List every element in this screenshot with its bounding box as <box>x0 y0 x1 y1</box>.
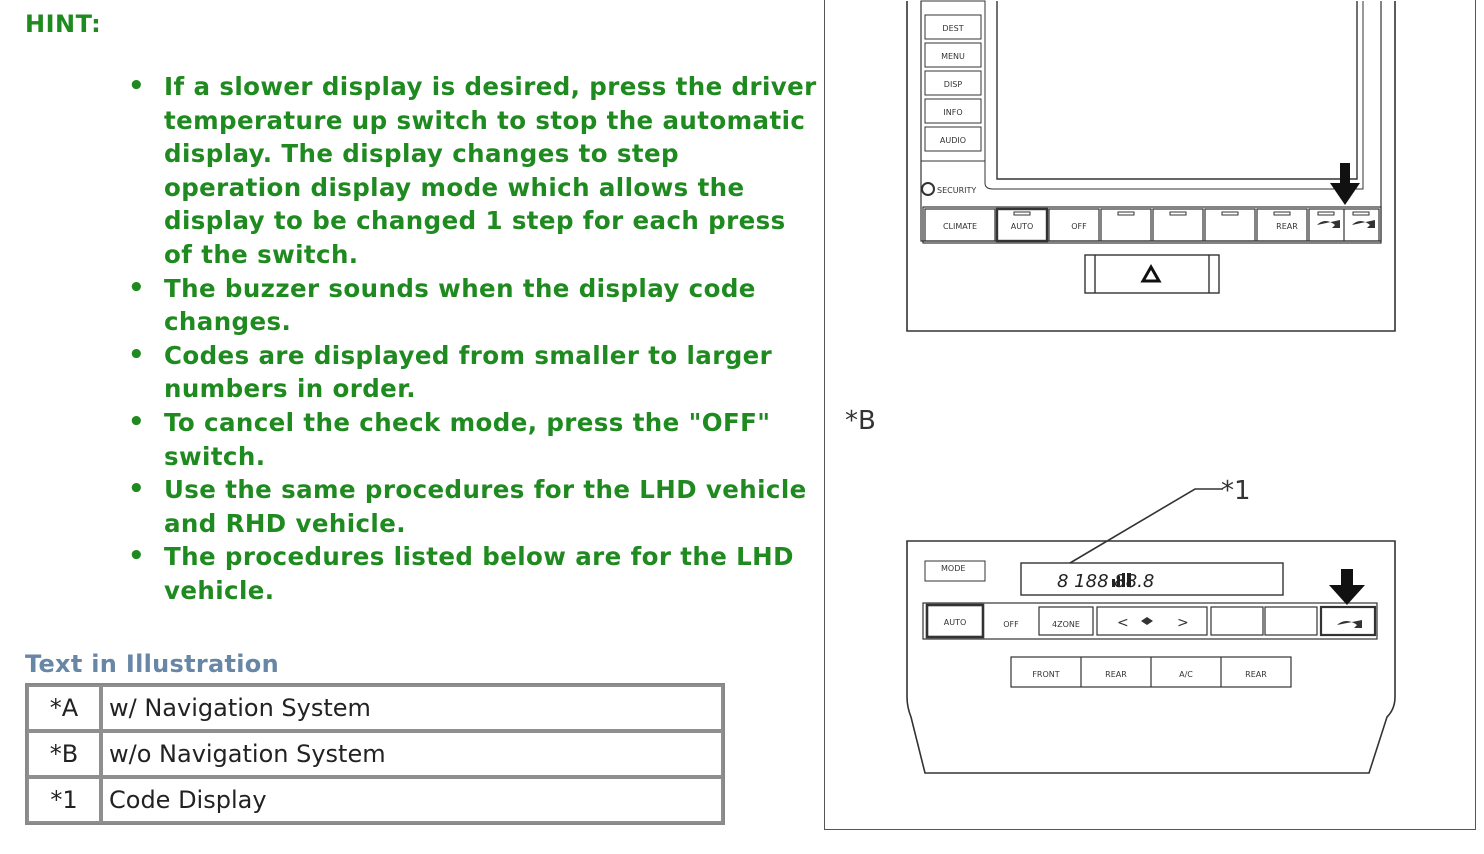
legend-code: *A <box>27 685 101 731</box>
climate-button[interactable]: CLIMATE <box>943 222 977 231</box>
disp-button[interactable]: DISP <box>944 80 963 89</box>
recirculation-icon <box>1337 620 1362 628</box>
fan-off-button[interactable]: OFF <box>1071 222 1087 231</box>
illustration-text-title: Text in Illustration <box>25 650 279 678</box>
legend-label: w/o Navigation System <box>101 731 723 777</box>
code-display: 8 188 88.8 <box>1020 562 1284 596</box>
hint-title: HINT: <box>25 10 102 38</box>
panel-b-row2-buttons <box>1010 656 1292 688</box>
lcd-readout: 8 188 88.8 <box>1057 571 1154 592</box>
legend-code: *1 <box>27 777 101 823</box>
mode-button[interactable] <box>924 560 986 582</box>
security-indicator: SECURITY <box>921 182 976 196</box>
dest-button[interactable]: DEST <box>942 24 963 33</box>
hint-item: The buzzer sounds when the display code … <box>128 272 818 339</box>
table-row: *A w/ Navigation System <box>27 685 723 731</box>
code-display-leader-line <box>1069 488 1223 564</box>
nav-climate-buttons <box>922 206 1382 244</box>
basic-panel <box>906 540 1396 774</box>
pointer-arrow-icon <box>1330 163 1360 205</box>
recirculation-icon <box>1317 220 1375 228</box>
ac-button[interactable]: A/C <box>1179 670 1193 679</box>
illustration-svg: DEST MENU DISP INFO AUDIO SECURITY CLIMA… <box>845 0 1396 774</box>
pointer-arrow-icon <box>1329 569 1365 605</box>
hazard-icon <box>1140 263 1162 283</box>
hint-item: Codes are displayed from smaller to larg… <box>128 339 818 406</box>
hint-item: Use the same procedures for the LHD vehi… <box>128 473 818 540</box>
nav-side-buttons: DEST MENU DISP INFO AUDIO <box>924 14 982 152</box>
fan-off-button-b[interactable]: OFF <box>1003 620 1019 629</box>
hint-list: If a slower display is desired, press th… <box>128 70 818 608</box>
nav-panel <box>906 0 1396 332</box>
hazard-button[interactable] <box>1084 254 1220 294</box>
fan-up-button[interactable]: > <box>1177 615 1189 631</box>
rear-climate-button[interactable]: REAR <box>1245 670 1267 679</box>
mode-label: MODE <box>941 564 965 573</box>
fan-down-button[interactable]: < <box>1117 615 1129 631</box>
legend-label: Code Display <box>101 777 723 823</box>
auto-button-b[interactable]: AUTO <box>944 618 967 627</box>
table-row: *B w/o Navigation System <box>27 731 723 777</box>
panel-b-label: *B <box>845 406 876 436</box>
panel-b-row1-buttons <box>922 602 1378 640</box>
climate-panel-illustration: DEST MENU DISP INFO AUDIO SECURITY CLIMA… <box>824 0 1476 830</box>
audio-button[interactable]: AUDIO <box>940 136 966 145</box>
hint-item: To cancel the check mode, press the "OFF… <box>128 406 818 473</box>
code-display-label: *1 <box>1221 476 1251 506</box>
fan-icon <box>1141 617 1153 625</box>
illustration-legend-table: *A w/ Navigation System *B w/o Navigatio… <box>25 683 725 825</box>
four-zone-button[interactable]: 4ZONE <box>1052 620 1080 629</box>
svg-text:SECURITY: SECURITY <box>937 186 976 195</box>
auto-button[interactable]: AUTO <box>1011 222 1034 231</box>
hint-item: If a slower display is desired, press th… <box>128 70 818 272</box>
table-row: *1 Code Display <box>27 777 723 823</box>
legend-label: w/ Navigation System <box>101 685 723 731</box>
info-button[interactable]: INFO <box>943 108 962 117</box>
menu-button[interactable]: MENU <box>941 52 965 61</box>
button-indicator-leds <box>1013 211 1370 216</box>
rear-defog-button[interactable]: REAR <box>1105 670 1127 679</box>
rear-button[interactable]: REAR <box>1276 222 1298 231</box>
front-defog-button[interactable]: FRONT <box>1032 670 1059 679</box>
legend-code: *B <box>27 731 101 777</box>
hint-item: The procedures listed below are for the … <box>128 540 818 607</box>
